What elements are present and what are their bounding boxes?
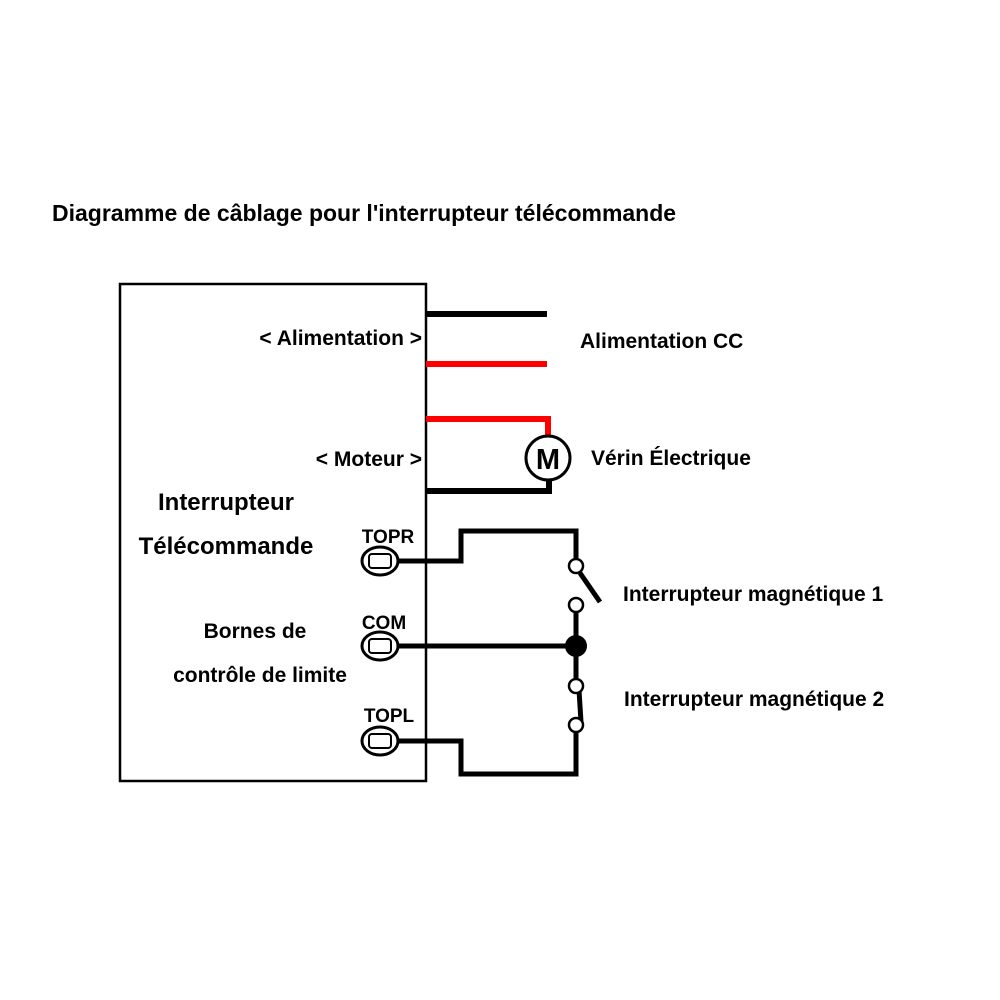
controller-box [118, 282, 428, 783]
page-title: Diagramme de câblage pour l'interrupteur… [52, 200, 676, 226]
switch-2-contact-bottom [567, 716, 585, 734]
actuator-label: Vérin Électrique [591, 447, 751, 470]
magnetic-switch-2-label: Interrupteur magnétique 2 [624, 688, 884, 711]
switch-2-contact-top [567, 677, 585, 695]
power-supply-label: Alimentation CC [580, 330, 743, 353]
limit-terminals-label-line1: Bornes de [204, 620, 307, 643]
magnetic-switch-2-arm [576, 689, 584, 723]
com-junction-node [565, 635, 587, 657]
motor-wire-black [426, 477, 552, 494]
motor-symbol-letter: M [536, 444, 560, 476]
terminal-com-label: COM [362, 613, 406, 634]
terminal-topl-screw [360, 725, 400, 757]
switch-1-contact-bottom [567, 596, 585, 614]
limit-terminals-label-line2: contrôle de limite [173, 664, 347, 687]
power-port-label: < Alimentation > [259, 327, 422, 350]
magnetic-switch-1-label: Interrupteur magnétique 1 [623, 583, 884, 606]
magnetic-switch-1-arm [577, 571, 603, 604]
topl-wire [398, 732, 579, 777]
terminal-com-screw [360, 630, 400, 662]
switch-1-contact-top [567, 557, 585, 575]
terminal-topr-screw [360, 545, 400, 577]
controller-name-line1: Interrupteur [158, 489, 294, 516]
topr-wire [398, 528, 579, 564]
terminal-topr-label: TOPR [362, 527, 415, 548]
motor-symbol [524, 434, 572, 482]
terminal-topl-label: TOPL [364, 706, 415, 727]
controller-name-line2: Télécommande [139, 533, 314, 560]
motor-port-label: < Moteur > [316, 448, 422, 471]
motor-wire-red [426, 416, 551, 437]
